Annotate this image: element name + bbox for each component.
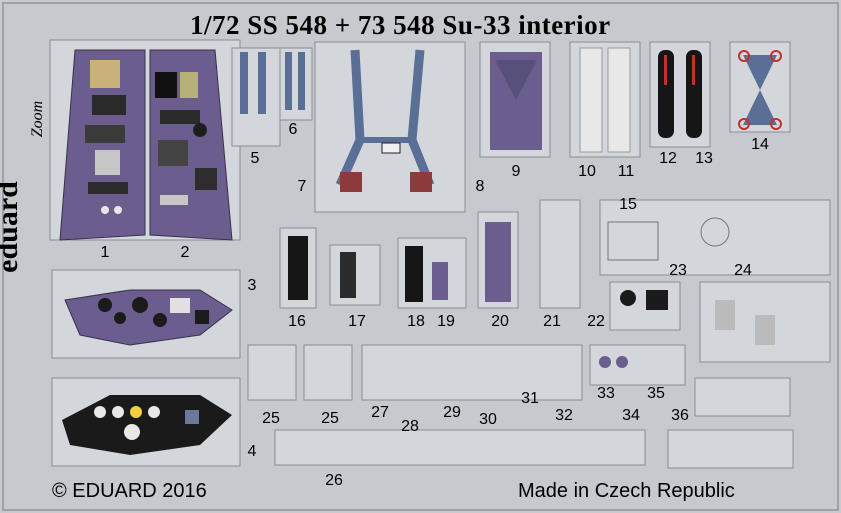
part-number: 36 xyxy=(671,407,689,424)
part-5-6-straps xyxy=(231,47,313,147)
part-number: 7 xyxy=(297,178,307,195)
part-number: 15 xyxy=(619,196,637,213)
part-number: 28 xyxy=(401,418,419,435)
part-12-13-handles xyxy=(649,41,711,148)
part-number: 30 xyxy=(479,411,497,428)
part-number: 8 xyxy=(475,178,485,195)
part-number: 4 xyxy=(247,443,257,460)
part-number: 32 xyxy=(555,407,573,424)
part-number: 35 xyxy=(647,385,665,402)
part-number: 13 xyxy=(695,150,713,167)
part-number: 14 xyxy=(751,136,769,153)
part-number: 11 xyxy=(617,163,635,180)
part-number: 34 xyxy=(622,407,640,424)
part-number: 5 xyxy=(250,150,260,167)
part-14-ejection-handle xyxy=(729,41,791,133)
part-number: 16 xyxy=(288,313,306,330)
part-number: 29 xyxy=(443,404,461,421)
part-number: 1 xyxy=(100,244,110,261)
parts-16-21-small-panels xyxy=(279,199,581,309)
part-number: 19 xyxy=(437,313,455,330)
part-number: 3 xyxy=(247,277,257,294)
part-number: 27 xyxy=(371,404,389,421)
origin-text: Made in Czech Republic xyxy=(518,480,735,502)
part-number: 25 xyxy=(262,410,280,427)
brand-mark: eduard Zoom xyxy=(0,101,46,290)
part-9-seat-pad xyxy=(479,41,551,158)
part-1-side-console-left xyxy=(59,49,146,241)
part-15-frame xyxy=(599,199,831,276)
part-number: 23 xyxy=(669,262,687,279)
part-3-instrument-panel xyxy=(51,269,241,359)
part-7-8-seat-harness xyxy=(314,41,466,213)
part-number: 26 xyxy=(325,472,343,489)
fret-title: 1/72 SS 548 + 73 548 Su-33 interior xyxy=(190,10,611,40)
part-number: 31 xyxy=(521,390,539,407)
part-number: 24 xyxy=(734,262,752,279)
part-number: 20 xyxy=(491,313,509,330)
part-4-instrument-panel-black xyxy=(51,377,241,467)
part-2-side-console-right xyxy=(149,49,233,241)
part-24-bracket xyxy=(699,281,831,363)
part-number: 25 xyxy=(321,410,339,427)
part-number: 18 xyxy=(407,313,425,330)
part-22-23-gauges xyxy=(609,281,681,331)
parts-25-36-small-details xyxy=(247,344,794,469)
part-number: 12 xyxy=(659,150,677,167)
part-number: 9 xyxy=(511,163,521,180)
part-number: 17 xyxy=(348,313,366,330)
part-number: 10 xyxy=(578,163,596,180)
part-10-11-cushions xyxy=(569,41,641,158)
copyright-text: © EDUARD 2016 xyxy=(52,480,207,502)
brand-name: eduard xyxy=(0,181,24,273)
part-number: 6 xyxy=(288,121,298,138)
part-number: 2 xyxy=(180,244,190,261)
part-number: 21 xyxy=(543,313,561,330)
part-number: 33 xyxy=(597,385,615,402)
brand-product-line: Zoom xyxy=(29,100,47,138)
part-number: 22 xyxy=(587,313,605,330)
